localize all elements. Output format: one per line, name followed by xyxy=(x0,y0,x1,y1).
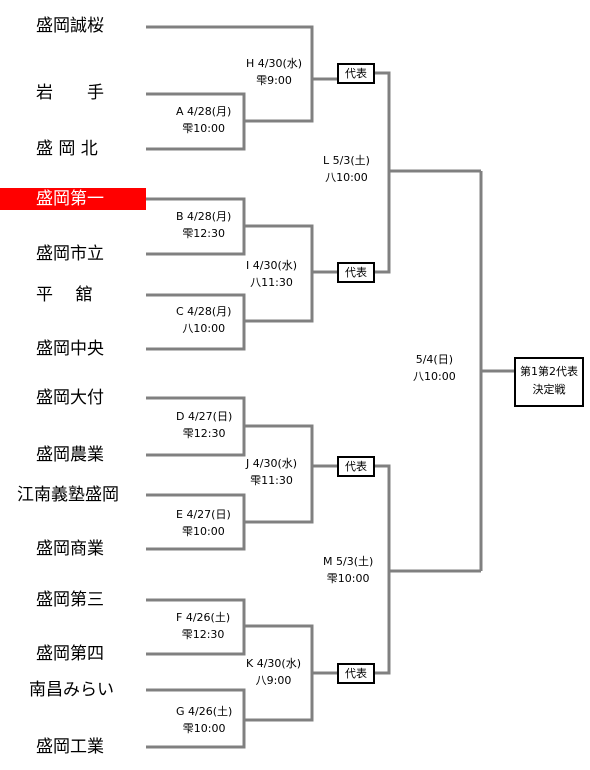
match-k-venue: 八9:00 xyxy=(255,674,292,687)
team-14: 南昌みらい xyxy=(29,680,114,700)
final-box-line1: 第1第2代表 xyxy=(520,365,578,378)
team-6: 平 舘 xyxy=(36,285,93,305)
team-9: 盛岡農業 xyxy=(36,445,104,465)
match-a-venue: 雫10:00 xyxy=(182,122,225,135)
team-4-winner: 盛岡第一 xyxy=(0,188,146,210)
team-11: 盛岡商業 xyxy=(36,539,104,559)
bracket-line-a xyxy=(146,121,246,151)
match-m-date: M 5/3(土) xyxy=(323,555,374,568)
match-i-label: I 4/30(水) 八11:30 xyxy=(246,257,297,291)
match-final-date: 5/4(日) xyxy=(415,353,453,366)
match-g-venue: 雫10:00 xyxy=(182,722,226,735)
bracket-line-e xyxy=(146,522,246,551)
team-10: 江南義塾盛岡 xyxy=(17,485,119,505)
team-1: 盛岡誠桜 xyxy=(36,16,104,36)
bracket-line-f xyxy=(146,626,246,656)
match-a-label: A 4/28(月) 雫10:00 xyxy=(176,103,231,137)
match-j-label: J 4/30(水) 雫11:30 xyxy=(246,455,297,489)
match-final-venue: 八10:00 xyxy=(413,370,456,383)
match-h-label: H 4/30(水) 雫9:00 xyxy=(246,55,302,89)
match-c-label: C 4/28(月) 八10:00 xyxy=(176,303,231,337)
representative-box-h: 代表 xyxy=(337,63,375,84)
bracket-line-d xyxy=(146,426,246,457)
representative-box-k: 代表 xyxy=(337,663,375,684)
match-e-label: E 4/27(日) 雫10:00 xyxy=(176,506,231,540)
match-f-date: F 4/26(土) xyxy=(176,611,231,624)
match-i-date: I 4/30(水) xyxy=(246,259,298,272)
bracket-line-h xyxy=(146,25,314,79)
match-e-venue: 雫10:00 xyxy=(182,525,225,538)
match-h-venue: 雫9:00 xyxy=(256,74,292,87)
team-5: 盛岡市立 xyxy=(36,244,104,264)
team-15: 盛岡工業 xyxy=(36,737,104,757)
final-box: 第1第2代表 決定戦 xyxy=(514,357,584,407)
match-k-date: K 4/30(水) xyxy=(246,657,301,670)
representative-box-i: 代表 xyxy=(337,262,375,283)
match-j-venue: 雫11:30 xyxy=(250,474,293,487)
match-c-venue: 八10:00 xyxy=(182,322,226,335)
match-d-label: D 4/27(日) 雫12:30 xyxy=(176,408,232,442)
match-i-venue: 八11:30 xyxy=(250,276,293,289)
match-l-label: L 5/3(土) 八10:00 xyxy=(323,152,370,186)
match-k-label: K 4/30(水) 八9:00 xyxy=(246,655,301,689)
match-d-venue: 雫12:30 xyxy=(182,427,226,440)
match-final-label: 5/4(日) 八10:00 xyxy=(413,351,456,385)
team-2: 岩 手 xyxy=(36,83,104,103)
match-l-venue: 八10:00 xyxy=(325,171,368,184)
match-l-date: L 5/3(土) xyxy=(323,154,370,167)
match-a-date: A 4/28(月) xyxy=(176,105,232,118)
match-b-date: B 4/28(月) xyxy=(176,210,232,223)
match-c-date: C 4/28(月) xyxy=(176,305,232,318)
match-h-date: H 4/30(水) xyxy=(246,57,303,70)
team-13: 盛岡第四 xyxy=(36,644,104,664)
match-f-label: F 4/26(土) 雫12:30 xyxy=(176,609,230,643)
bracket-line-m xyxy=(374,464,391,675)
bracket-line-g xyxy=(146,720,246,749)
match-m-venue: 雫10:00 xyxy=(326,572,370,585)
team-3: 盛 岡 北 xyxy=(36,139,98,159)
match-g-label: G 4/26(土) 雫10:00 xyxy=(176,703,232,737)
match-b-venue: 雫12:30 xyxy=(182,227,226,240)
match-m-label: M 5/3(土) 雫10:00 xyxy=(323,553,373,587)
representative-box-j: 代表 xyxy=(337,456,375,477)
bracket-line-h xyxy=(244,79,314,123)
match-b-label: B 4/28(月) 雫12:30 xyxy=(176,208,231,242)
team-8: 盛岡大付 xyxy=(36,388,104,408)
team-7: 盛岡中央 xyxy=(36,339,104,359)
match-g-date: G 4/26(土) xyxy=(176,705,233,718)
bracket-line-b xyxy=(146,226,246,256)
match-j-date: J 4/30(水) xyxy=(246,457,298,470)
bracket-line-l xyxy=(374,71,391,274)
match-f-venue: 雫12:30 xyxy=(181,628,225,641)
team-12: 盛岡第三 xyxy=(36,590,104,610)
match-e-date: E 4/27(日) xyxy=(176,508,231,521)
bracket-line-c xyxy=(146,321,246,351)
final-box-line2: 決定戦 xyxy=(532,383,566,396)
bracket-line-a xyxy=(146,92,246,121)
match-d-date: D 4/27(日) xyxy=(176,410,233,423)
